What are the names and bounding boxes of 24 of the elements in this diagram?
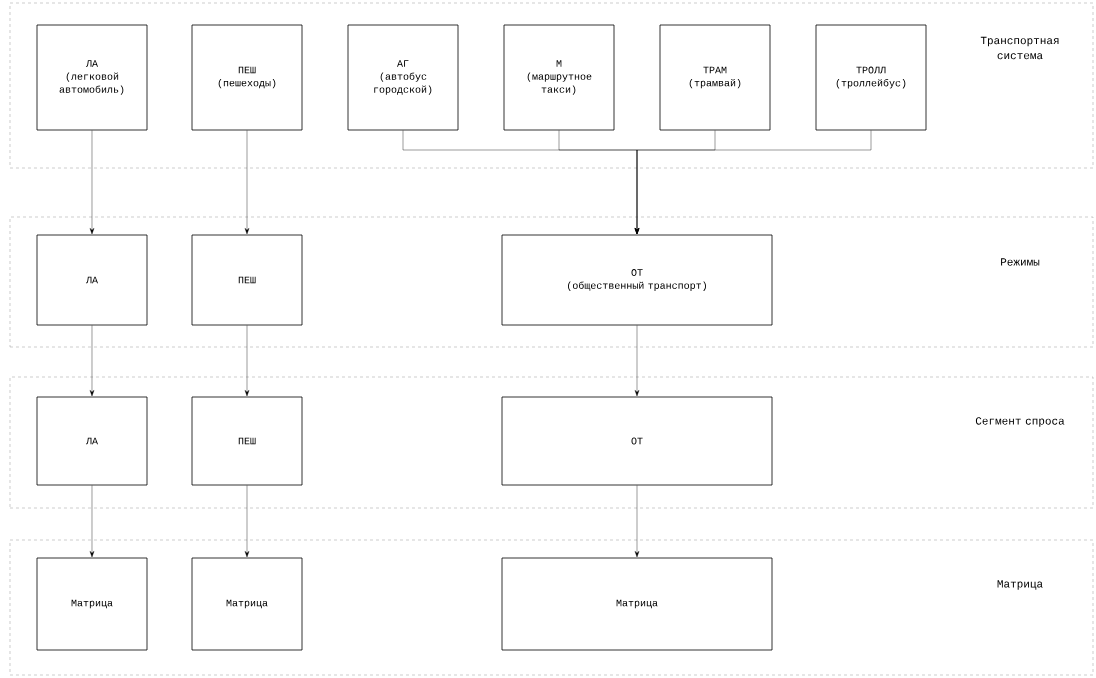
arrow <box>89 325 95 397</box>
process-box: Матрица <box>501 557 773 651</box>
process-box: АГ (автобус городской) <box>347 24 459 131</box>
process-box: ЛА <box>36 396 148 486</box>
process-box: ЛА (легковой автомобиль) <box>36 24 148 131</box>
arrow <box>634 130 872 235</box>
arrow <box>244 485 250 558</box>
process-box: ОТ (общественный транспорт) <box>501 234 773 326</box>
arrow <box>634 325 640 397</box>
process-box: ТРОЛЛ (троллейбус) <box>815 24 927 131</box>
arrow <box>244 130 250 235</box>
arrow <box>244 325 250 397</box>
process-box: ЛА <box>36 234 148 326</box>
process-box: ПЕШ <box>191 396 303 486</box>
process-box: ПЕШ <box>191 234 303 326</box>
process-box: М (маршрутное такси) <box>503 24 615 131</box>
process-box: Матрица <box>36 557 148 651</box>
process-box: ОТ <box>501 396 773 486</box>
process-box: Матрица <box>191 557 303 651</box>
process-box: ПЕШ (пешеходы) <box>191 24 303 131</box>
arrow <box>634 485 640 558</box>
arrow <box>89 485 95 558</box>
arrow <box>89 130 95 235</box>
process-box: ТРАМ (трамвай) <box>659 24 771 131</box>
